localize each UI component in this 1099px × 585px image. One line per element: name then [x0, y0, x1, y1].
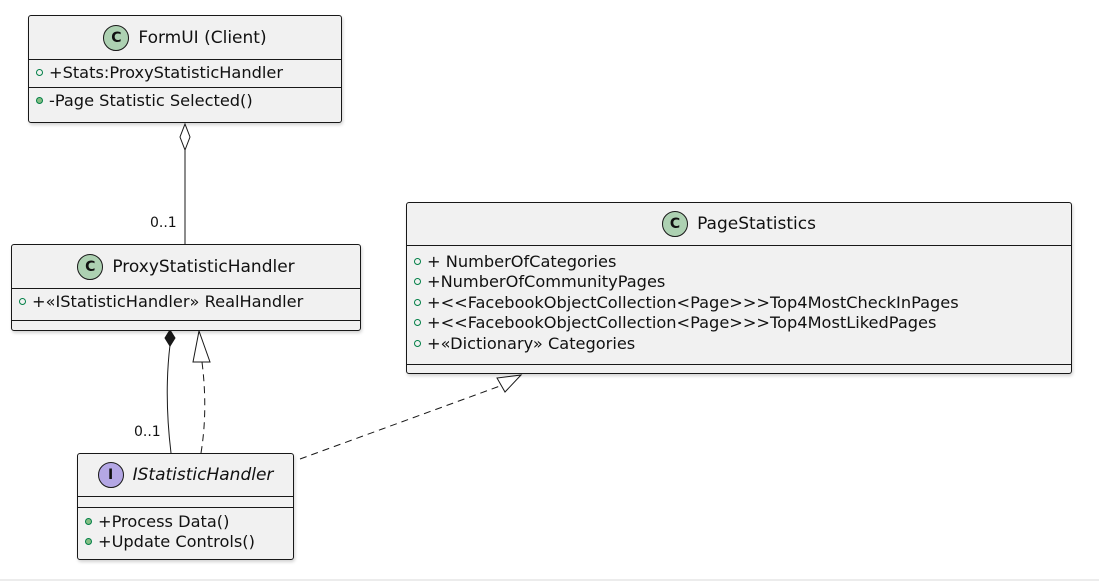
- realization-arrowhead-icon: [192, 329, 211, 363]
- public-method-icon: [36, 96, 43, 104]
- methods-section: [12, 321, 360, 323]
- field-row: +«IStatisticHandler» RealHandler: [12, 291, 360, 312]
- bottom-divider: [0, 579, 1099, 581]
- class-header: C FormUI (Client): [29, 16, 341, 60]
- field-row: + NumberOfCategories: [407, 251, 1071, 272]
- class-header: C PageStatistics: [407, 203, 1071, 246]
- fields-section: +Stats:ProxyStatisticHandler: [29, 60, 341, 88]
- field-row: +«Dictionary» Categories: [407, 333, 1071, 354]
- public-field-icon: [19, 297, 26, 305]
- realization-line-pagestats: [299, 385, 501, 460]
- public-method-icon: [85, 538, 92, 546]
- class-c-icon: C: [662, 211, 689, 237]
- class-name: IStatisticHandler: [132, 465, 274, 485]
- interface-box-istatistichandler[interactable]: I IStatisticHandler +Process Data() +Upd…: [77, 453, 294, 560]
- methods-section: -Page Statistic Selected(): [29, 88, 341, 111]
- composition-line: [166, 344, 172, 454]
- method-row: +Process Data(): [78, 511, 293, 532]
- class-name: ProxyStatisticHandler: [112, 256, 295, 277]
- class-name: FormUI (Client): [138, 27, 267, 48]
- field-text: +NumberOfCommunityPages: [427, 272, 666, 292]
- class-box-formui[interactable]: C FormUI (Client) +Stats:ProxyStatisticH…: [28, 15, 342, 123]
- field-row: +<<FacebookObjectCollection<Page>>>Top4M…: [407, 292, 1071, 313]
- public-field-icon: [414, 319, 421, 327]
- field-text: +<<FacebookObjectCollection<Page>>>Top4M…: [427, 292, 959, 312]
- field-text: +«Dictionary» Categories: [427, 333, 636, 353]
- public-field-icon: [36, 68, 43, 76]
- methods-section: +Process Data() +Update Controls(): [78, 508, 293, 552]
- multiplicity-label: 0..1: [134, 424, 161, 440]
- method-text: +Update Controls(): [98, 532, 255, 552]
- fields-section: +«IStatisticHandler» RealHandler: [12, 289, 360, 321]
- public-field-icon: [414, 278, 421, 286]
- class-name: PageStatistics: [697, 214, 816, 234]
- multiplicity-label: 0..1: [150, 215, 177, 231]
- composition-diamond-icon: [164, 329, 176, 347]
- realization-line-proxy: [200, 361, 206, 454]
- method-text: -Page Statistic Selected(): [49, 90, 253, 110]
- field-text: +<<FacebookObjectCollection<Page>>>Top4M…: [427, 313, 937, 333]
- method-text: +Process Data(): [98, 511, 230, 531]
- class-c-icon: C: [77, 253, 104, 280]
- class-header: I IStatisticHandler: [78, 454, 293, 497]
- field-row: +NumberOfCommunityPages: [407, 272, 1071, 293]
- class-c-icon: C: [103, 24, 130, 51]
- public-field-icon: [414, 257, 421, 265]
- methods-section: [407, 365, 1071, 367]
- class-box-proxystatistichandler[interactable]: C ProxyStatisticHandler +«IStatisticHand…: [11, 244, 361, 331]
- field-text: +Stats:ProxyStatisticHandler: [49, 62, 283, 82]
- field-text: + NumberOfCategories: [427, 251, 617, 271]
- public-field-icon: [414, 298, 421, 306]
- aggregation-diamond-icon: [179, 122, 191, 152]
- realization-arrowhead-icon: [496, 374, 523, 393]
- public-field-icon: [414, 339, 421, 347]
- method-row: -Page Statistic Selected(): [29, 90, 341, 111]
- field-text: +«IStatisticHandler» RealHandler: [32, 291, 304, 311]
- class-box-pagestatistics[interactable]: C PageStatistics + NumberOfCategories +N…: [406, 202, 1072, 374]
- field-row: +Stats:ProxyStatisticHandler: [29, 62, 341, 83]
- fields-section: [78, 497, 293, 508]
- public-method-icon: [85, 517, 92, 525]
- fields-section: + NumberOfCategories +NumberOfCommunityP…: [407, 246, 1071, 365]
- field-row: +<<FacebookObjectCollection<Page>>>Top4M…: [407, 313, 1071, 334]
- interface-i-icon: I: [97, 462, 124, 488]
- class-header: C ProxyStatisticHandler: [12, 245, 360, 289]
- method-row: +Update Controls(): [78, 532, 293, 553]
